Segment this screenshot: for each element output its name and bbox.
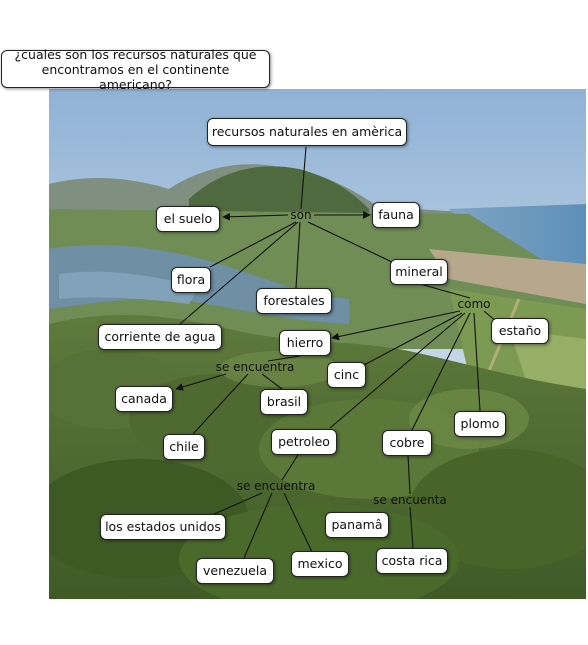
- concept-root[interactable]: recursos naturales en amèrica: [207, 118, 407, 146]
- link-label-como[interactable]: como: [457, 297, 491, 311]
- link-label-son[interactable]: son: [290, 208, 312, 222]
- concept-fauna[interactable]: fauna: [372, 202, 420, 228]
- concept-plomo[interactable]: plomo: [454, 411, 506, 437]
- concept-venezuela[interactable]: venezuela: [196, 558, 274, 584]
- concept-mexico[interactable]: mexico: [291, 551, 349, 577]
- concept-panama[interactable]: panamâ: [325, 512, 389, 538]
- concept-el-suelo[interactable]: el suelo: [156, 206, 220, 232]
- concept-brasil[interactable]: brasil: [260, 389, 308, 415]
- concept-costa-rica[interactable]: costa rica: [376, 548, 448, 574]
- concept-hierro[interactable]: hierro: [279, 330, 331, 356]
- concept-forestales[interactable]: forestales: [256, 288, 332, 314]
- concept-corriente-de-agua[interactable]: corriente de agua: [98, 324, 222, 350]
- concept-los-estados-unidos[interactable]: los estados unidos: [100, 514, 226, 540]
- concept-estano[interactable]: estaño: [491, 318, 549, 344]
- link-label-se-encuentra-2[interactable]: se encuentra: [236, 479, 316, 493]
- concept-flora[interactable]: flora: [171, 267, 211, 293]
- concept-chile[interactable]: chile: [163, 434, 205, 460]
- concept-cinc[interactable]: cinc: [327, 362, 366, 388]
- concept-cobre[interactable]: cobre: [382, 430, 432, 456]
- concept-mineral[interactable]: mineral: [390, 259, 448, 285]
- concept-petroleo[interactable]: petroleo: [271, 429, 337, 455]
- focus-question[interactable]: ¿cuales son los recursos naturales que e…: [1, 47, 270, 92]
- link-label-se-encuenta[interactable]: se encuenta: [373, 493, 447, 507]
- concept-canada[interactable]: canada: [115, 386, 173, 412]
- link-label-se-encuentra-1[interactable]: se encuentra: [215, 360, 295, 374]
